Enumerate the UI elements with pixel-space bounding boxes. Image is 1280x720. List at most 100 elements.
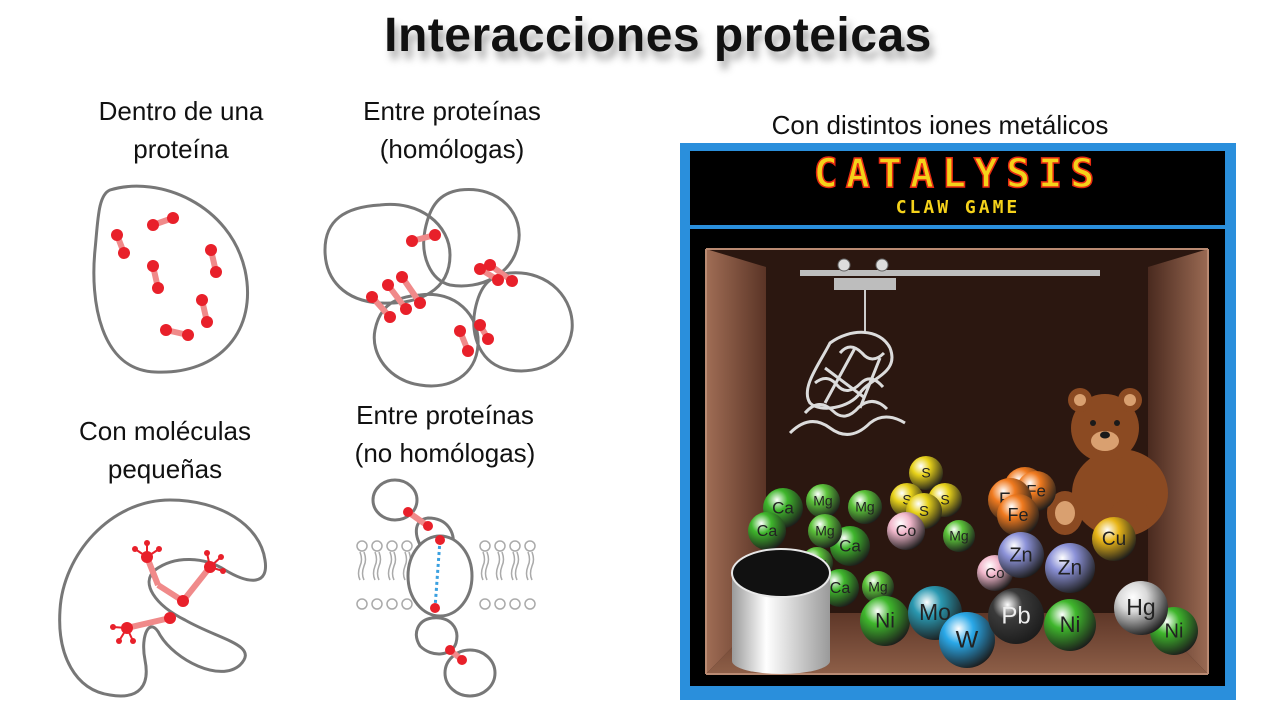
protein-outline: [92, 184, 250, 374]
metal-ion-label: Ni: [1165, 620, 1184, 642]
metal-ion-label: Ca: [757, 523, 778, 540]
metal-ion-sphere: [748, 512, 786, 550]
metal-ion-label: W: [956, 626, 979, 653]
metal-ion-ball: S: [909, 456, 943, 490]
metal-ion-ball: Zn: [998, 532, 1044, 578]
non-homologous-diagram: [356, 478, 536, 698]
metal-ion-sphere: [821, 569, 859, 607]
metal-ion-sphere: [909, 456, 943, 490]
metal-ion-sphere: [862, 571, 894, 603]
metal-ion-label: Hg: [1126, 594, 1155, 620]
metal-ion-label: Mg: [813, 493, 832, 509]
metal-ion-sphere: [806, 484, 840, 518]
metal-ion-sphere: [1044, 599, 1096, 651]
metal-ion-ball: Mg: [806, 484, 840, 518]
metal-ion-ball: Mg: [943, 520, 975, 552]
metal-ion-label: Mg: [949, 528, 968, 544]
caption-homologous-line1: Entre proteínas: [363, 96, 541, 126]
metal-ion-sphere: [943, 520, 975, 552]
caption-within: Dentro de una proteína: [56, 92, 306, 168]
homologous-proteins-diagram: [323, 187, 574, 388]
teddy-bear-icon: [1047, 388, 1168, 537]
metal-ion-label: Cu: [1102, 529, 1126, 550]
metal-ion-label: Ca: [830, 580, 851, 597]
metal-ion-label: Mg: [855, 499, 874, 515]
prize-chute: [731, 548, 831, 674]
metal-ion-label: Fe: [1007, 505, 1028, 525]
metal-ion-ball: Ni: [1044, 599, 1096, 651]
metal-ion-sphere: [998, 532, 1044, 578]
residue-pairs: [111, 212, 222, 341]
residue-pair: [205, 244, 222, 278]
interface-contacts: [369, 232, 514, 353]
metal-ion-label: Mo: [919, 599, 951, 625]
machine-subtitle: CLAW GAME: [896, 197, 1021, 218]
residue-pair: [160, 324, 194, 341]
metal-ion-sphere: [887, 512, 925, 550]
caption-small-molecules-line2: pequeñas: [107, 454, 223, 484]
metal-ion-sphere: [939, 612, 995, 668]
metal-ion-sphere: [988, 588, 1044, 644]
metal-ion-ball: Cu: [1092, 517, 1136, 561]
within-protein-diagram: [92, 184, 250, 374]
caption-metal-ions: Con distintos iones metálicos: [700, 106, 1180, 144]
metal-ion-label: Zn: [1058, 557, 1083, 580]
caption-within-line1: Dentro de una: [98, 96, 264, 126]
metal-ion-label: S: [921, 465, 930, 481]
claw-rail: [800, 258, 1100, 333]
metal-ion-label: S: [940, 492, 949, 508]
residue-pair: [147, 212, 179, 231]
caption-non-homologous-line2: (no homólogas): [354, 438, 536, 468]
residue-pair: [196, 294, 213, 328]
metal-ion-ball: Ni: [860, 596, 910, 646]
metal-ion-label: Pb: [1001, 602, 1030, 629]
metal-ion-sphere: [808, 514, 842, 548]
metal-ion-sphere: [1092, 517, 1136, 561]
residue-pair: [111, 229, 130, 259]
caption-non-homologous: Entre proteínas (no homólogas): [315, 396, 575, 472]
metal-ion-ball: Zn: [1045, 543, 1095, 593]
metal-ion-sphere: [1045, 543, 1095, 593]
metal-ion-ball: Mg: [848, 490, 882, 524]
caption-metal-ions-line1: Con distintos iones metálicos: [771, 110, 1109, 140]
metal-ion-sphere: [997, 494, 1039, 536]
metal-ion-ball: Pb: [988, 588, 1044, 644]
metal-ion-ball: Mg: [862, 571, 894, 603]
binding-protein-outline: [58, 498, 268, 698]
caption-non-homologous-line1: Entre proteínas: [356, 400, 534, 430]
metal-ion-label: Co: [985, 565, 1004, 582]
metal-ion-ball: Co: [887, 512, 925, 550]
metal-ion-ball: Hg: [1114, 581, 1168, 635]
metal-ion-label: Ca: [839, 536, 861, 555]
metal-ion-label: Mg: [815, 523, 834, 539]
page-title: Interacciones proteicas: [384, 9, 932, 62]
residue-pair: [147, 260, 164, 294]
metal-ion-ball: Fe: [997, 494, 1039, 536]
metal-ion-ball: Ca: [748, 512, 786, 550]
machine-title: CATALYSIS: [814, 151, 1103, 197]
protein-structure-icon: [788, 330, 906, 436]
metal-ion-sphere: [848, 490, 882, 524]
metal-ion-label: Ni: [875, 610, 895, 633]
caption-homologous-line2: (homólogas): [379, 134, 525, 164]
metal-ion-label: S: [919, 503, 929, 520]
caption-within-line2: proteína: [133, 134, 229, 164]
metal-ion-sphere: [1114, 581, 1168, 635]
caption-small-molecules-line1: Con moléculas: [79, 416, 251, 446]
metal-ion-ball: Mg: [808, 514, 842, 548]
metal-ion-label: Zn: [1009, 544, 1032, 566]
metal-ion-ball: Ca: [821, 569, 859, 607]
metal-ion-sphere: [860, 596, 910, 646]
membrane-left: [356, 540, 413, 610]
metal-ion-label: Ca: [772, 498, 794, 517]
metal-ion-label: S: [902, 492, 911, 508]
small-molecules-diagram: [58, 498, 268, 698]
membrane-right: [479, 540, 536, 610]
metal-ion-label: Mg: [868, 579, 887, 595]
caption-small-molecules: Con moléculas pequeñas: [40, 412, 290, 488]
metal-ion-label: Ni: [1060, 612, 1081, 637]
metal-ion-ball: W: [939, 612, 995, 668]
metal-ion-label: Co: [896, 523, 917, 540]
caption-homologous: Entre proteínas (homólogas): [322, 92, 582, 168]
